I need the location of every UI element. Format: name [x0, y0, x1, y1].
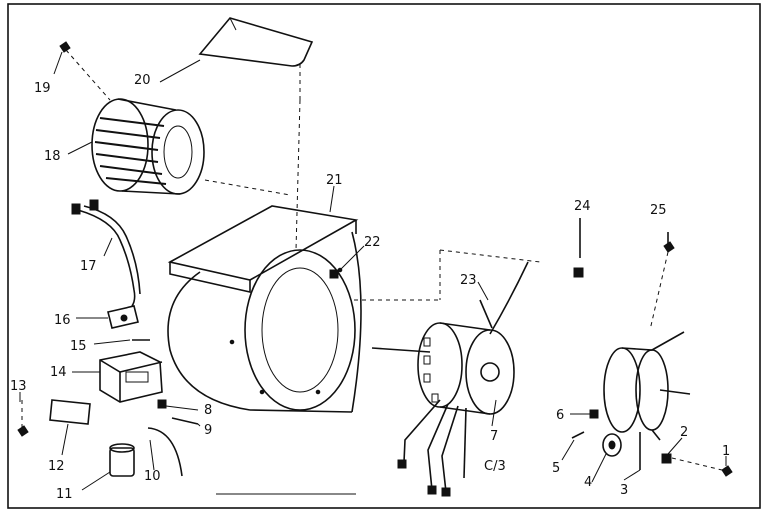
part-5-screw[interactable]: [571, 431, 585, 439]
part-19-screw[interactable]: [59, 41, 111, 101]
callout-6: 6: [556, 408, 564, 423]
callout-21: 21: [326, 173, 343, 188]
part-24-screw[interactable]: [573, 218, 584, 278]
callout-18: 18: [44, 149, 61, 164]
part-22-screw[interactable]: [329, 269, 339, 279]
part-7-motor[interactable]: [371, 322, 515, 497]
part-13-screw[interactable]: [17, 400, 29, 437]
callout-14: 14: [50, 365, 67, 380]
part-6-nut[interactable]: [589, 409, 599, 419]
callout-20: 20: [134, 73, 151, 88]
callout-15: 15: [70, 339, 87, 354]
part-20-top-plate[interactable]: [198, 17, 314, 251]
part-11-capacitor[interactable]: [109, 443, 135, 477]
callout-25: 25: [650, 203, 667, 218]
callout-3: 3: [620, 483, 628, 498]
callout-17: 17: [80, 259, 97, 274]
part-2-nut[interactable]: [661, 453, 672, 464]
callout-10: 10: [144, 469, 161, 484]
callout-4: 4: [584, 475, 592, 490]
callout-22: 22: [364, 235, 381, 250]
callout-16: 16: [54, 313, 71, 328]
part-12-cover-plate[interactable]: [49, 399, 91, 425]
part-25-bolt[interactable]: [649, 232, 675, 331]
callout-13: 13: [10, 379, 27, 394]
part-16-relay[interactable]: [107, 305, 139, 329]
part-14-control-box[interactable]: [99, 351, 163, 403]
caption: C/3: [484, 459, 506, 474]
callout-9: 9: [204, 423, 212, 438]
part-10-strap[interactable]: [147, 427, 183, 477]
part-3-motor-mount[interactable]: [603, 331, 691, 470]
callout-19: 19: [34, 81, 51, 96]
callout-7: 7: [490, 429, 498, 444]
callout-labels: 1 2 3 4 5 6 7 8 9 10 11 12 13 14 15 16 1…: [10, 73, 730, 502]
part-8-screw[interactable]: [157, 399, 167, 409]
part-17-wiring-harness[interactable]: [71, 199, 141, 307]
part-23-motor-lead[interactable]: [479, 261, 529, 335]
part-4-washer[interactable]: [602, 433, 622, 457]
callout-11: 11: [56, 487, 73, 502]
part-9-screw[interactable]: [171, 417, 199, 425]
callout-1: 1: [722, 444, 730, 459]
diagram-border: [7, 3, 761, 509]
callout-8: 8: [204, 403, 212, 418]
callout-23: 23: [460, 273, 477, 288]
callout-2: 2: [680, 425, 688, 440]
leader-lines: [19, 51, 727, 491]
callout-12: 12: [48, 459, 65, 474]
part-21-blower-housing[interactable]: [167, 205, 541, 413]
callout-24: 24: [574, 199, 591, 214]
part-1-bolt[interactable]: [671, 457, 733, 477]
callout-5: 5: [552, 461, 560, 476]
part-18-blower-wheel[interactable]: [91, 98, 291, 196]
